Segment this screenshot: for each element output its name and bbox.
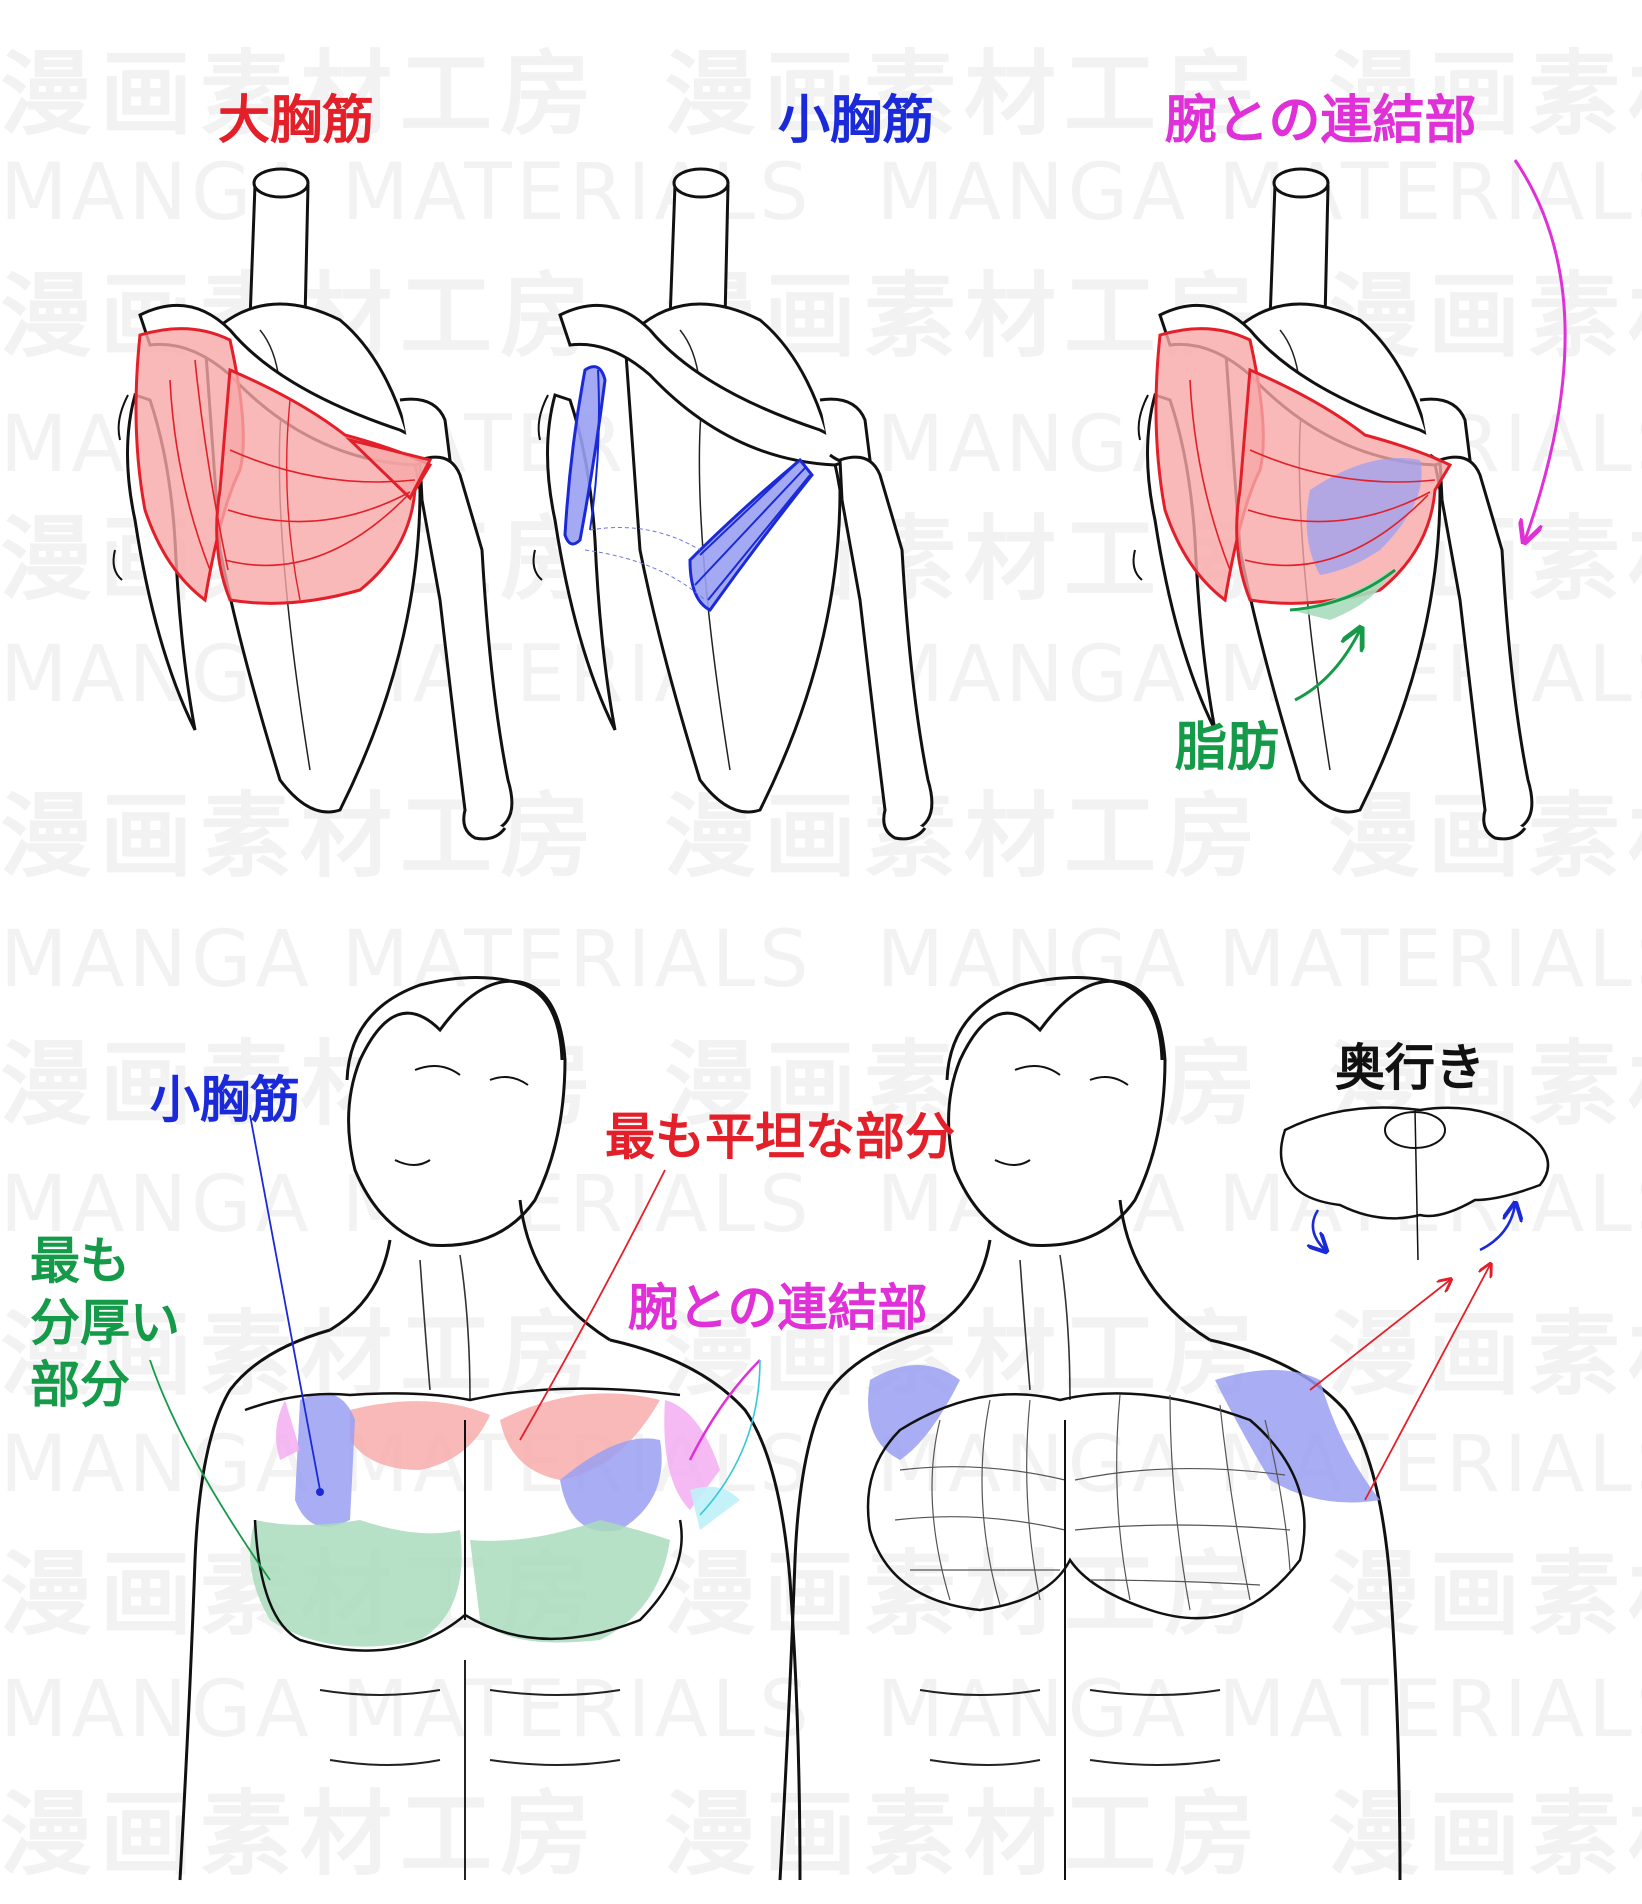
label-depth: 奥行き xyxy=(1335,1039,1485,1097)
label-arm-link: 腕との連結部 xyxy=(1165,91,1477,151)
label-thickest-line3: 部分 xyxy=(30,1356,130,1414)
pec-minor-front xyxy=(688,457,814,612)
top-panel-arm-link xyxy=(1132,167,1534,841)
bottom-left-figure xyxy=(178,976,802,1881)
pec-minor-right-region xyxy=(560,1438,662,1532)
thickest-left-region xyxy=(250,1520,462,1647)
arm-link-arrow xyxy=(1513,159,1567,540)
arm-link-right-blue xyxy=(1215,1370,1380,1503)
depth-arrow-2 xyxy=(1364,1265,1490,1501)
label-pec-major: 大胸筋 xyxy=(218,91,375,151)
label-flattest: 最も平坦な部分 xyxy=(605,1108,955,1166)
fat-arrow xyxy=(1294,630,1360,702)
pec-minor-left-region xyxy=(295,1393,355,1527)
label-thickest-line2: 分厚い xyxy=(30,1294,180,1352)
arm-link-left-blue xyxy=(868,1365,960,1460)
depth-arrow-1 xyxy=(1309,1280,1450,1391)
top-panel-pec-major xyxy=(112,167,514,841)
label-thickest: 最も 分厚い 部分 xyxy=(30,1230,180,1416)
label-pec-minor: 小胸筋 xyxy=(778,91,935,151)
thickest-right-region xyxy=(470,1520,670,1643)
label-fat: 脂肪 xyxy=(1175,718,1280,778)
label-thickest-line1: 最も xyxy=(30,1232,130,1290)
label-pec-minor-bottom: 小胸筋 xyxy=(150,1071,300,1129)
pec-minor-side xyxy=(563,365,607,546)
bottom-right-figure xyxy=(778,976,1402,1881)
depth-cross-section xyxy=(1279,1106,1550,1261)
label-arm-link-bottom: 腕との連結部 xyxy=(628,1279,928,1337)
pec-major-sternal xyxy=(215,367,433,605)
top-panel-pec-minor xyxy=(532,167,934,841)
